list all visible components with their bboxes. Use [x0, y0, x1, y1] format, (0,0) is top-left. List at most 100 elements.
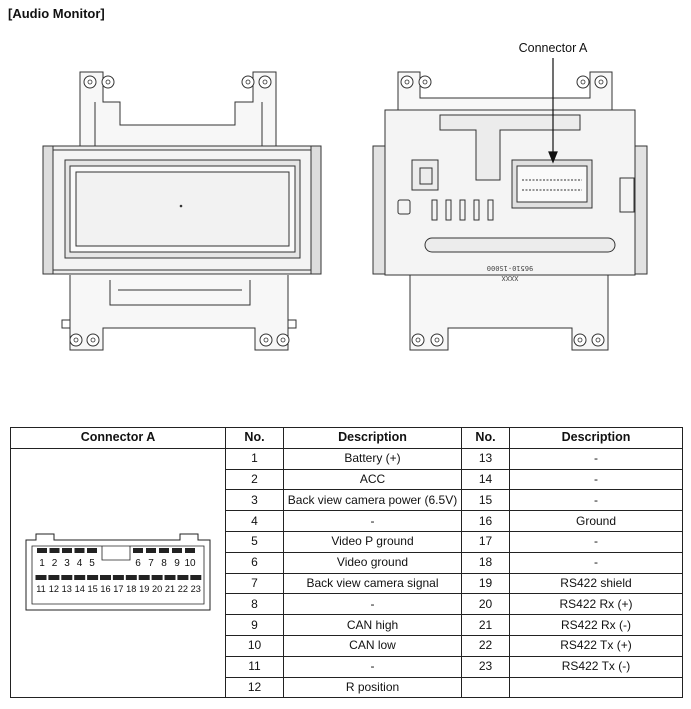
pin-description: RS422 Tx (+) — [509, 634, 683, 657]
connector-pin — [177, 575, 189, 581]
table-row: 7 Back view camera signal 19 RS422 shiel… — [11, 572, 683, 595]
connector-pin — [138, 575, 150, 581]
pin-no: 16 — [461, 510, 510, 532]
pin-description — [509, 676, 683, 699]
connector-pin — [74, 575, 86, 581]
pin-description: - — [509, 489, 683, 512]
pin-label: 4 — [77, 558, 83, 569]
page-title: [Audio Monitor] — [8, 6, 105, 21]
header-no-2: No. — [461, 427, 510, 449]
connector-pin — [151, 575, 163, 581]
pin-label: 3 — [64, 558, 70, 569]
pin-no: 10 — [225, 634, 284, 657]
pin-description: Back view camera power (6.5V) — [283, 489, 462, 512]
pin-description: R position — [283, 676, 462, 699]
pin-description: Battery (+) — [283, 447, 462, 470]
connector-pin — [100, 575, 111, 581]
pin-no: 19 — [461, 572, 510, 595]
pin-table-header: Connector A No. Description No. Descript… — [10, 427, 683, 449]
connector-pin — [61, 575, 73, 581]
connector-pin — [190, 575, 202, 581]
pin-no: 12 — [225, 676, 284, 699]
pin-description: - — [509, 551, 683, 574]
connector-pin — [146, 548, 156, 554]
pin-description: - — [283, 593, 462, 616]
connector-pin — [62, 548, 72, 554]
pin-description: Ground — [509, 510, 683, 532]
pin-description: Video P ground — [283, 530, 462, 553]
pin-label: 14 — [75, 584, 85, 594]
pin-description: ACC — [283, 468, 462, 491]
pin-table: Connector A No. Description No. Descript… — [10, 427, 683, 699]
pin-no: 21 — [461, 614, 510, 636]
connector-pin — [35, 575, 47, 581]
pin-label: 17 — [113, 584, 123, 594]
pin-no: 7 — [225, 572, 284, 595]
pin-label: 20 — [152, 584, 162, 594]
pin-label: 9 — [174, 558, 180, 569]
pin-description: RS422 Tx (-) — [509, 655, 683, 678]
pin-description: RS422 Rx (-) — [509, 614, 683, 636]
connector-pin — [159, 548, 169, 554]
table-row: 11 - 23 RS422 Tx (-) — [11, 655, 683, 678]
header-no-1: No. — [225, 427, 284, 449]
connector-pin — [87, 548, 97, 554]
pin-no: 18 — [461, 551, 510, 574]
pin-no: 23 — [461, 655, 510, 678]
pin-description: Back view camera signal — [283, 572, 462, 595]
audio-monitor-drawing: 96510-1S000 XXXX Connector A — [42, 41, 648, 351]
pin-label: 12 — [49, 584, 59, 594]
pin-description: - — [509, 468, 683, 491]
table-row: 4 - 16 Ground — [11, 510, 683, 532]
pin-label: 13 — [62, 584, 72, 594]
pin-no: 1 — [225, 447, 284, 470]
pin-label: 15 — [87, 584, 97, 594]
pin-description: - — [283, 655, 462, 678]
header-description-1: Description — [283, 427, 462, 449]
connector-pin — [172, 548, 182, 554]
pin-no: 8 — [225, 593, 284, 616]
pin-no: 11 — [225, 655, 284, 678]
table-row: 10 CAN low 22 RS422 Tx (+) — [11, 634, 683, 657]
connector-pin — [133, 548, 143, 554]
connector-pin — [164, 575, 176, 581]
pin-no: 6 — [225, 551, 284, 574]
connector-pin — [48, 575, 60, 581]
pin-label: 8 — [161, 558, 167, 569]
pin-no: 22 — [461, 634, 510, 657]
pin-description: - — [509, 530, 683, 553]
monitor-front-view — [42, 71, 322, 351]
pin-description: RS422 shield — [509, 572, 683, 595]
header-description-2: Description — [509, 427, 683, 449]
callout-arrow — [548, 58, 558, 164]
table-row: 3 Back view camera power (6.5V) 15 - — [11, 489, 683, 512]
header-connector: Connector A — [10, 427, 226, 449]
pin-description: - — [283, 510, 462, 532]
pin-no: 5 — [225, 530, 284, 553]
pin-no: 17 — [461, 530, 510, 553]
pin-no: 2 — [225, 468, 284, 491]
pin-description: Video ground — [283, 551, 462, 574]
pin-label: 18 — [126, 584, 136, 594]
pin-label: 2 — [52, 558, 58, 569]
connector-pin — [112, 575, 124, 581]
pin-label: 22 — [178, 584, 188, 594]
pin-label: 10 — [184, 558, 196, 569]
pin-label: 23 — [191, 584, 201, 594]
connector-pin — [87, 575, 99, 581]
pin-label: 7 — [148, 558, 154, 569]
pin-description: - — [509, 447, 683, 470]
pin-label: 16 — [100, 584, 110, 594]
pin-no: 9 — [225, 614, 284, 636]
pin-description: CAN low — [283, 634, 462, 657]
connector-a-callout: Connector A — [519, 41, 588, 55]
pin-no: 14 — [461, 468, 510, 491]
pin-no: 15 — [461, 489, 510, 512]
table-row: 2 ACC 14 - — [11, 468, 683, 491]
pin-label: 21 — [165, 584, 175, 594]
back-part-number: 96510-1S000 — [487, 264, 533, 272]
connector-pin — [37, 548, 47, 554]
pin-description: RS422 Rx (+) — [509, 593, 683, 616]
